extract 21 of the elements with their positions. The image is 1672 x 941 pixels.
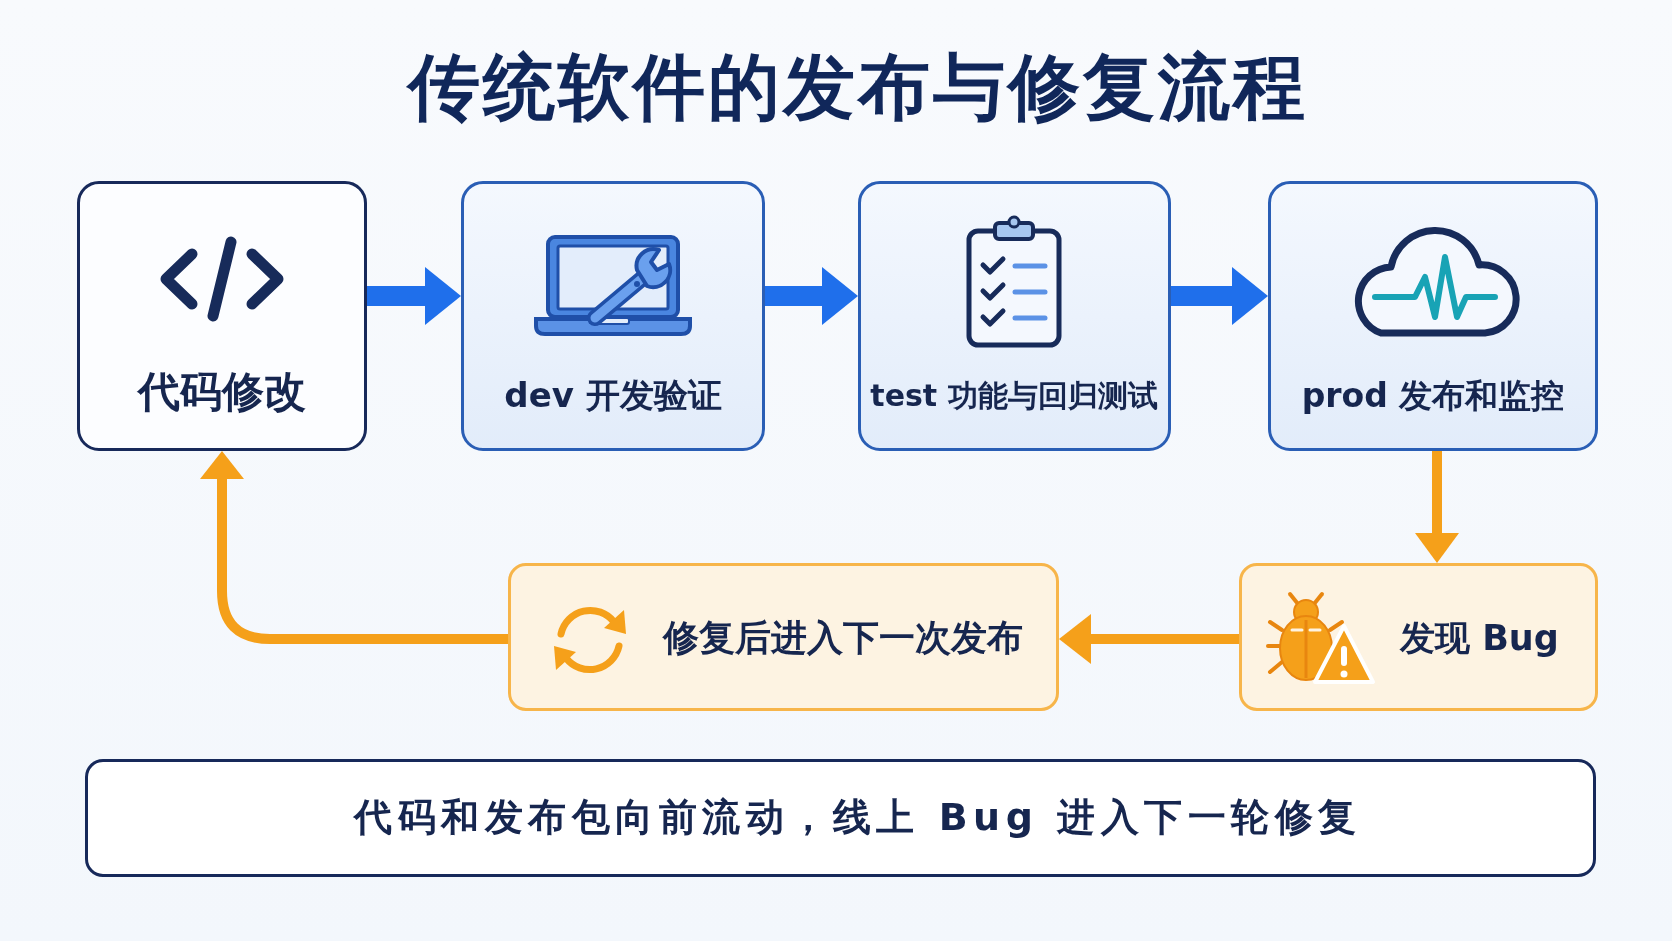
step-label: test 功能与回归测试 <box>870 378 1158 414</box>
arrow <box>1415 451 1459 563</box>
process-box <box>77 181 367 451</box>
step-label: dev 开发验证 <box>504 376 722 416</box>
process-box <box>1239 563 1598 711</box>
step-label: 修复后进入下一次发布 <box>663 617 1023 659</box>
arrow <box>1059 614 1239 664</box>
arrow <box>200 451 508 644</box>
process-box <box>461 181 765 451</box>
arrow <box>1171 267 1268 325</box>
process-box <box>1268 181 1598 451</box>
step-label: prod 发布和监控 <box>1301 377 1565 415</box>
arrow <box>367 267 461 325</box>
step-label: 代码修改 <box>138 367 306 417</box>
process-box <box>508 563 1059 711</box>
arrow <box>765 267 858 325</box>
step-label: 发现 Bug <box>1400 617 1559 659</box>
process-box <box>858 181 1171 451</box>
title: 传统软件的发布与修复流程 <box>408 48 1308 128</box>
note-box <box>85 759 1596 877</box>
note-text: 代码和发布包向前流动，线上 Bug 进入下一轮修复 <box>354 796 1362 840</box>
